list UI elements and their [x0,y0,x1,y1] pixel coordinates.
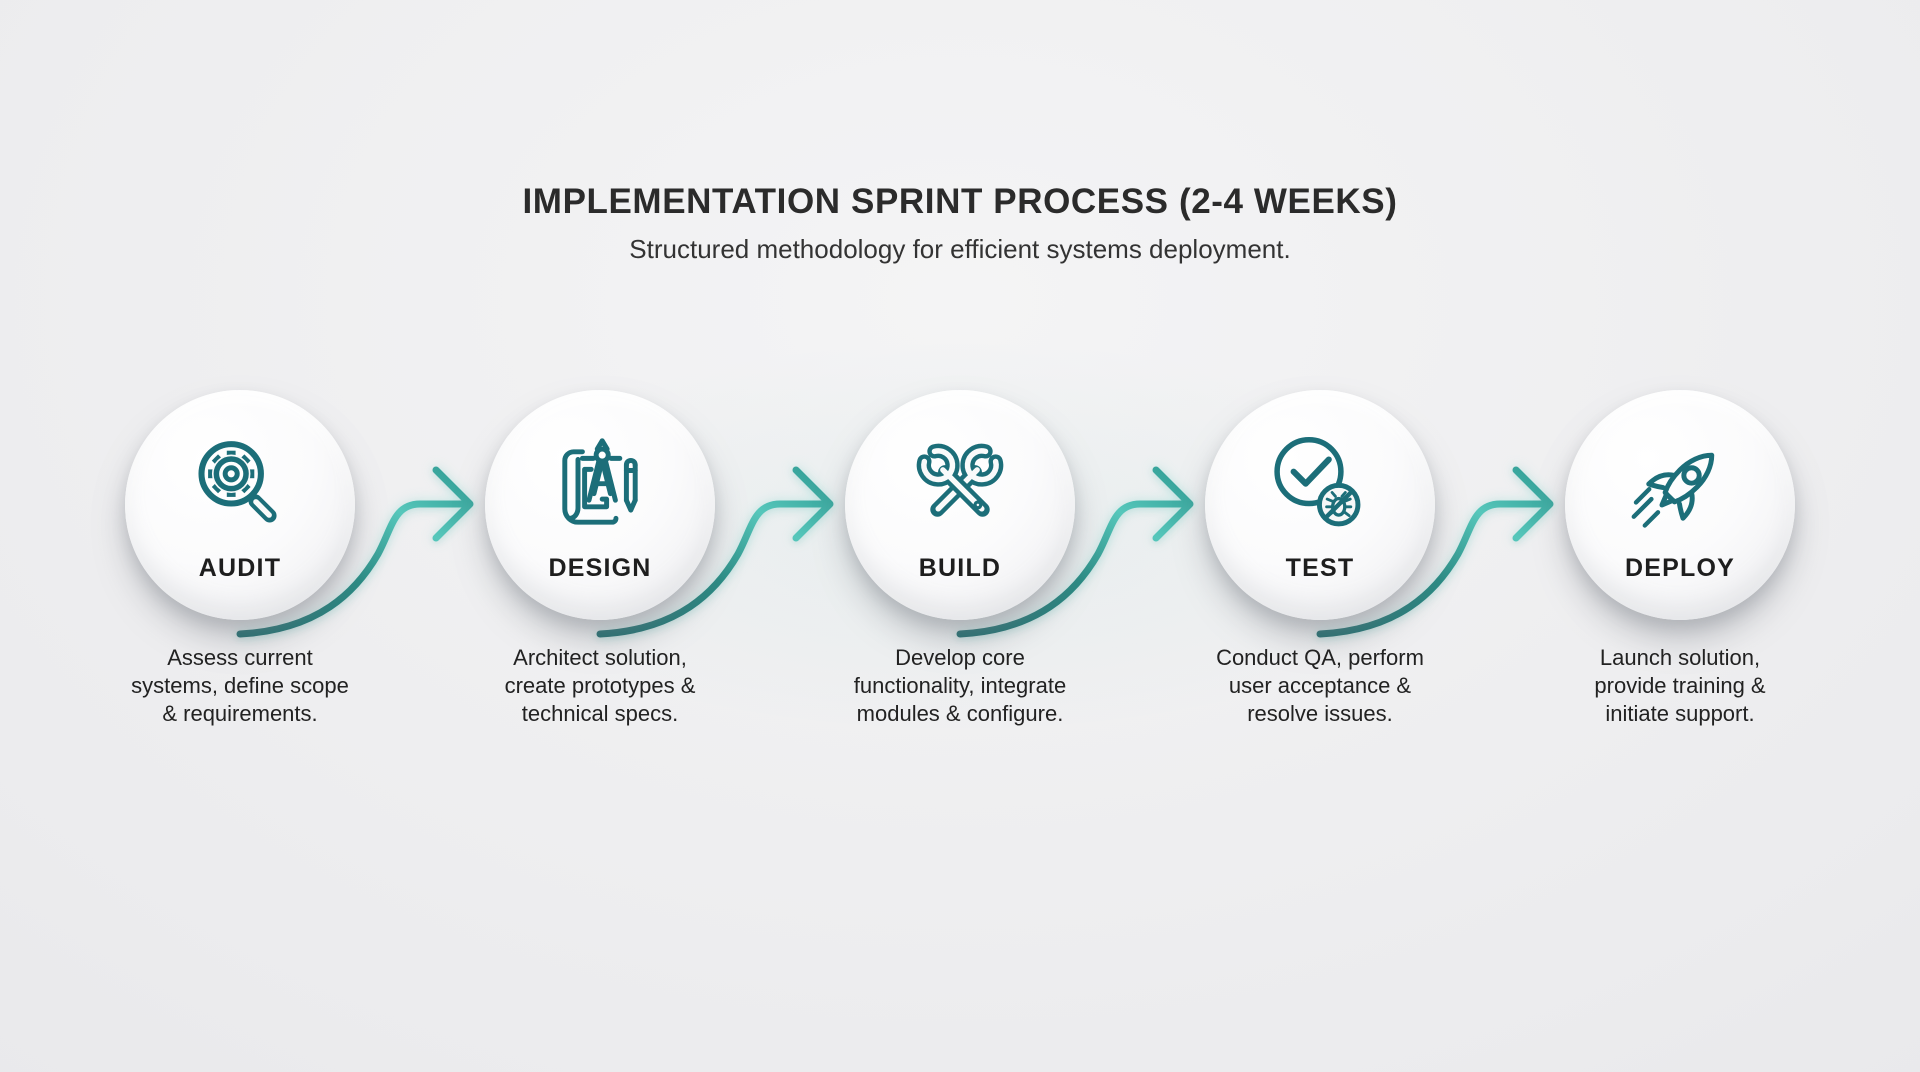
step-circle-design: DESIGN [485,390,715,620]
blueprint-compass-icon [543,432,657,542]
page-title: IMPLEMENTATION SPRINT PROCESS (2-4 WEEKS… [522,182,1398,221]
step-build: BUILD Develop core functionality, integr… [825,390,1095,728]
step-description-build: Develop core functionality, integrate mo… [853,645,1067,726]
step-circle-build: BUILD [845,390,1075,620]
step-test: TEST Conduct QA, perform user acceptance… [1185,390,1455,728]
step-label-build: BUILD [918,554,1002,582]
page-subtitle: Structured methodology for efficient sys… [629,234,1291,264]
flow-arrow-build-test [956,466,1194,638]
crossed-wrenches-icon [903,432,1017,542]
step-circle-audit: AUDIT [125,390,355,620]
step-design: DESIGN Architect solution, create protot… [465,390,735,728]
step-description-deploy: Launch solution, provide training & init… [1594,645,1766,726]
step-circle-test: TEST [1205,390,1435,620]
step-label-deploy: DEPLOY [1625,554,1735,582]
step-audit: AUDIT Assess current systems, define sco… [105,390,375,728]
step-label-design: DESIGN [548,554,652,582]
step-label-audit: AUDIT [198,554,282,582]
step-label-test: TEST [1285,554,1355,582]
header: IMPLEMENTATION SPRINT PROCESS (2-4 WEEKS… [0,182,1920,264]
step-circle-deploy: DEPLOY [1565,390,1795,620]
step-description-audit: Assess current systems, define scope & r… [131,645,349,726]
flow-arrow-audit-design [236,466,474,638]
step-deploy: DEPLOY Launch solution, provide training… [1545,390,1815,728]
flow-arrow-design-build [596,466,834,638]
flow-arrow-test-deploy [1316,466,1554,638]
step-description-design: Architect solution, create prototypes & … [504,645,696,726]
check-no-bug-icon [1263,432,1377,542]
magnifier-gear-icon [183,432,297,542]
rocket-icon [1623,432,1737,542]
step-description-test: Conduct QA, perform user acceptance & re… [1216,645,1424,726]
